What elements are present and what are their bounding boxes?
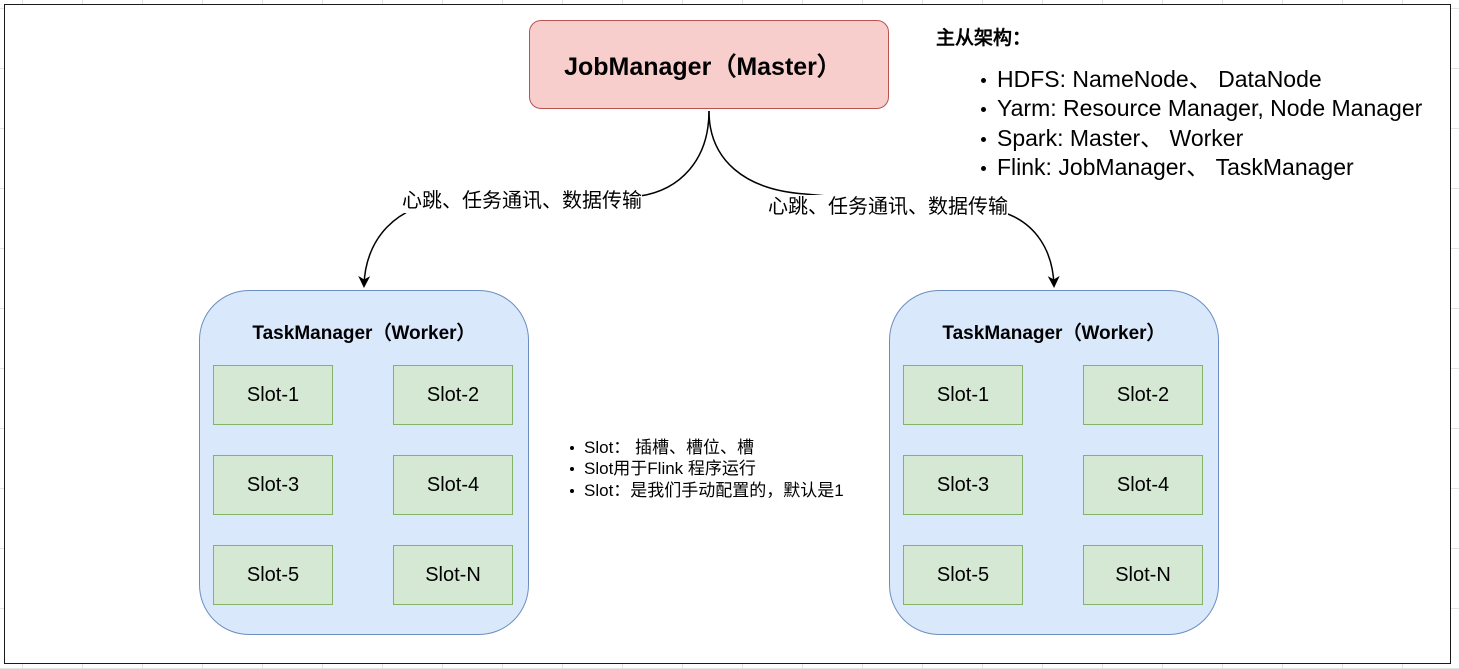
slot-notes-item: Slot：是我们手动配置的，默认是1	[570, 480, 844, 500]
taskmanager-node-right[interactable]: TaskManager（Worker） Slot-1 Slot-2 Slot-3…	[889, 290, 1219, 635]
slot-node[interactable]: Slot-1	[213, 365, 333, 425]
slot-node[interactable]: Slot-1	[903, 365, 1023, 425]
architecture-list-item: Flink: JobManager、 TaskManager	[980, 153, 1422, 182]
architecture-list: HDFS: NameNode、 DataNode Yarm: Resource …	[980, 65, 1422, 182]
architecture-list-item: Spark: Master、 Worker	[980, 124, 1422, 153]
slot-notes-item: Slot用于Flink 程序运行	[570, 458, 844, 479]
slot-node[interactable]: Slot-2	[1083, 365, 1203, 425]
slot-node[interactable]: Slot-4	[1083, 455, 1203, 515]
slot-notes-item: Slot： 插槽、槽位、槽	[570, 437, 844, 458]
edge-label-right: 心跳、任务通讯、数据传输	[768, 195, 1008, 219]
slot-node[interactable]: Slot-3	[213, 455, 333, 515]
connector-jobmanager-to-right-taskmanager	[708, 110, 1060, 288]
edge-label-left: 心跳、任务通讯、数据传输	[402, 189, 642, 213]
slot-node[interactable]: Slot-4	[393, 455, 513, 515]
architecture-list-item: Yarm: Resource Manager, Node Manager	[980, 94, 1422, 123]
slot-notes-list: Slot： 插槽、槽位、槽 Slot用于Flink 程序运行 Slot：是我们手…	[570, 437, 844, 501]
architecture-list-item: HDFS: NameNode、 DataNode	[980, 65, 1422, 94]
taskmanager-title: TaskManager（Worker）	[942, 323, 1166, 344]
slot-node[interactable]: Slot-2	[393, 365, 513, 425]
slot-node[interactable]: Slot-5	[903, 545, 1023, 605]
taskmanager-node-left[interactable]: TaskManager（Worker） Slot-1 Slot-2 Slot-3…	[199, 290, 529, 635]
taskmanager-title: TaskManager（Worker）	[252, 323, 476, 344]
slot-node[interactable]: Slot-N	[393, 545, 513, 605]
slot-node[interactable]: Slot-3	[903, 455, 1023, 515]
slot-node[interactable]: Slot-N	[1083, 545, 1203, 605]
jobmanager-node[interactable]: JobManager（Master）	[529, 20, 889, 109]
architecture-title: 主从架构：	[936, 28, 1032, 49]
slot-node[interactable]: Slot-5	[213, 545, 333, 605]
jobmanager-label: JobManager（Master）	[564, 52, 842, 81]
